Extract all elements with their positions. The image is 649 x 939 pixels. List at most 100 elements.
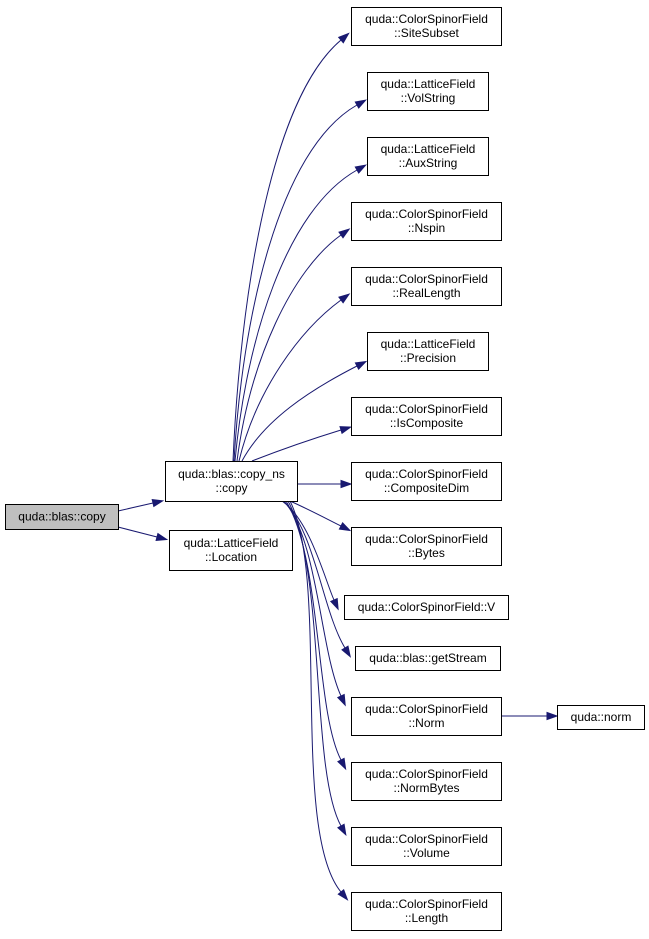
node-box (367, 332, 489, 371)
arrowhead (340, 479, 353, 489)
arrowhead (338, 228, 351, 239)
node-label-line: ::VolString (401, 91, 456, 105)
node-label-line: ::RealLength (392, 286, 460, 300)
node-bytes[interactable]: quda::ColorSpinorField::Bytes (351, 527, 502, 566)
node-label-line: ::Volume (403, 846, 450, 860)
edge-line (233, 104, 358, 462)
arrowhead (151, 499, 165, 508)
node-label-line: quda::LatticeField (381, 337, 476, 351)
node-label-line: quda::LatticeField (184, 536, 279, 550)
edge-copy_ns-to-volstring (233, 99, 368, 462)
arrowhead (546, 711, 559, 721)
edge-line (117, 526, 158, 538)
node-label-line: quda::LatticeField (381, 77, 476, 91)
edge-line (236, 234, 342, 462)
node-label-line: ::Location (205, 550, 257, 564)
node-label-line: ::Nspin (408, 221, 445, 235)
node-label-line: ::copy (215, 481, 247, 495)
arrowhead (336, 693, 346, 707)
node-label-line: ::Norm (409, 716, 445, 730)
edge-line (289, 500, 342, 527)
node-label-line: quda::ColorSpinorField (365, 897, 488, 911)
node-copy[interactable]: quda::blas::copy (5, 504, 119, 530)
arrowhead (339, 426, 353, 435)
node-box (351, 527, 502, 566)
node-label-line: quda::blas::copy_ns (178, 467, 285, 481)
arrowhead (329, 597, 339, 611)
node-label-line: quda::LatticeField (381, 142, 476, 156)
node-iscomposite[interactable]: quda::ColorSpinorField::IsComposite (351, 397, 502, 436)
arrowhead (354, 99, 368, 109)
node-length[interactable]: quda::ColorSpinorField::Length (351, 892, 502, 931)
node-label-line: ::NormBytes (393, 781, 459, 795)
node-location[interactable]: quda::LatticeField::Location (169, 530, 293, 571)
node-box (557, 705, 645, 730)
arrowhead (155, 532, 169, 541)
node-box (351, 892, 502, 931)
node-label-line: quda::ColorSpinorField (365, 767, 488, 781)
edge-line (251, 429, 342, 462)
node-box (351, 762, 502, 801)
node-label-line: ::Bytes (408, 546, 445, 560)
arrowhead (338, 522, 352, 532)
node-nspin[interactable]: quda::ColorSpinorField::Nspin (351, 202, 502, 241)
node-label-line: quda::ColorSpinorField (365, 832, 488, 846)
node-label-line: ::AuxString (399, 156, 458, 170)
node-box (351, 697, 502, 736)
edges-layer (117, 32, 559, 901)
node-volume[interactable]: quda::ColorSpinorField::Volume (351, 827, 502, 866)
node-box (355, 646, 501, 671)
node-getstream[interactable]: quda::blas::getStream (355, 646, 501, 671)
node-box (351, 7, 502, 46)
node-label-line: quda::ColorSpinorField (365, 467, 488, 481)
node-precision[interactable]: quda::LatticeField::Precision (367, 332, 489, 371)
node-qnorm[interactable]: quda::norm (557, 705, 645, 730)
edge-copy_ns-to-getstream (282, 500, 351, 658)
node-auxstring[interactable]: quda::LatticeField::AuxString (367, 137, 489, 176)
nodes-layer: quda::blas::copy quda::blas::copy_ns::cop… (5, 7, 645, 931)
edge-line (117, 502, 154, 512)
node-v[interactable]: quda::ColorSpinorField::V (344, 595, 509, 620)
node-normbytes[interactable]: quda::ColorSpinorField::NormBytes (351, 762, 502, 801)
edge-line (287, 500, 342, 827)
node-box (351, 397, 502, 436)
node-box (351, 267, 502, 306)
edge-copy_ns-to-sitesubset (232, 32, 350, 462)
node-box (351, 827, 502, 866)
edge-line (238, 299, 342, 462)
node-label-line: quda::blas::getStream (369, 651, 486, 665)
edge-line (289, 500, 342, 893)
edge-copy-to-location (117, 526, 169, 541)
edge-copy_ns-to-bytes (289, 500, 352, 532)
arrowhead (337, 757, 347, 771)
node-label-line: quda::ColorSpinorField::V (358, 600, 495, 614)
node-label-line: quda::ColorSpinorField (365, 402, 488, 416)
node-label-line: quda::blas::copy (18, 510, 105, 524)
arrowhead (337, 888, 349, 901)
node-box (367, 137, 489, 176)
edge-copy_ns-to-auxstring (234, 164, 368, 462)
node-compositedim[interactable]: quda::ColorSpinorField::CompositeDim (351, 462, 502, 501)
node-box (351, 462, 502, 501)
edge-copy_ns-to-length (289, 500, 349, 901)
edge-copy-to-copy_ns (117, 499, 165, 512)
edge-line (282, 500, 346, 649)
edge-line (232, 39, 342, 462)
node-reallength[interactable]: quda::ColorSpinorField::RealLength (351, 267, 502, 306)
node-box (344, 595, 509, 620)
node-sitesubset[interactable]: quda::ColorSpinorField::SiteSubset (351, 7, 502, 46)
node-volstring[interactable]: quda::LatticeField::VolString (367, 72, 489, 111)
edge-copy_ns-to-precision (241, 360, 368, 462)
node-box (5, 504, 119, 530)
node-box (367, 72, 489, 111)
node-copy_ns[interactable]: quda::blas::copy_ns::copy (165, 461, 298, 502)
node-norm[interactable]: quda::ColorSpinorField::Norm (351, 697, 502, 736)
edge-copy_ns-to-compositedim (297, 479, 353, 489)
edge-norm-to-qnorm (501, 711, 559, 721)
node-label-line: ::IsComposite (390, 416, 464, 430)
arrowhead (354, 164, 368, 174)
node-box (165, 461, 298, 502)
arrowhead (341, 645, 351, 658)
node-label-line: ::Length (405, 911, 448, 925)
